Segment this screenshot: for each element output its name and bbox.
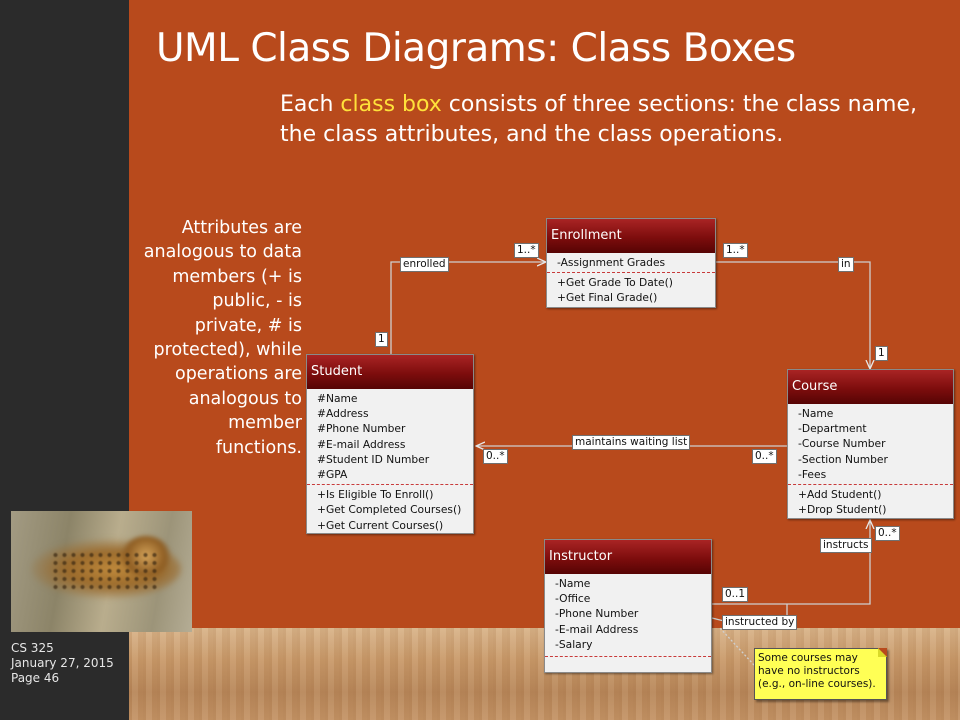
class-name: Instructor — [545, 540, 711, 574]
class-attributes: -Assignment Grades — [547, 253, 715, 274]
class-operations: +Add Student() +Drop Student() — [788, 485, 953, 519]
slide-footer: CS 325 January 27, 2015 Page 46 — [11, 641, 114, 686]
attribute: -Department — [798, 422, 867, 436]
attribute: #Student ID Number — [317, 452, 430, 466]
class-operations: +Is Eligible To Enroll() +Get Completed … — [307, 485, 473, 535]
intro-text: Each class box consists of three section… — [280, 90, 940, 150]
operation: +Get Grade To Date() — [557, 276, 673, 290]
enrolled-line — [390, 262, 546, 354]
operation: +Drop Student() — [798, 503, 887, 517]
intro-pre: Each — [280, 92, 341, 117]
mult-in-course: 1 — [875, 346, 888, 361]
attribute: #GPA — [317, 468, 348, 482]
note-fold-corner — [878, 648, 887, 657]
mult-waiting-course: 0..* — [752, 449, 777, 464]
class-name: Course — [788, 370, 953, 404]
in-line — [716, 261, 870, 369]
mult-enrolled-student: 1 — [375, 332, 388, 347]
attribute: -Name — [555, 577, 591, 590]
class-name: Student — [307, 355, 473, 389]
class-enrollment[interactable]: Enrollment -Assignment Grades +Get Grade… — [546, 218, 716, 308]
label-instructs: instructs — [820, 538, 872, 553]
mult-enrolled-enrollment: 1..* — [514, 243, 539, 258]
cheetah-photo — [11, 511, 192, 632]
attribute: #Address — [317, 407, 369, 421]
class-operations — [545, 657, 711, 661]
mult-instructed-by: 0..1 — [722, 587, 749, 602]
attribute: -Assignment Grades — [557, 256, 666, 269]
class-course[interactable]: Course -Name -Department -Course Number … — [787, 369, 954, 519]
operation: +Get Completed Courses() — [317, 503, 462, 517]
note-anchor-line — [719, 627, 755, 666]
label-in: in — [838, 257, 854, 272]
intro-highlight: class box — [340, 92, 442, 117]
attribute: -Phone Number — [555, 607, 639, 621]
label-enrolled: enrolled — [400, 257, 449, 272]
attribute: -Salary — [555, 637, 593, 651]
mult-instructs: 0..* — [875, 526, 900, 541]
attribute: #Phone Number — [317, 422, 406, 436]
class-attributes: -Name -Department -Course Number -Sectio… — [788, 404, 953, 486]
slide-date: January 27, 2015 — [11, 656, 114, 670]
label-waiting-list: maintains waiting list — [572, 435, 691, 450]
class-attributes: #Name #Address #Phone Number #E-mail Add… — [307, 389, 473, 486]
class-name: Enrollment — [547, 219, 715, 253]
class-operations: +Get Grade To Date() +Get Final Grade() — [547, 273, 715, 307]
operation: +Add Student() — [798, 488, 882, 502]
attribute: -Course Number — [798, 437, 886, 451]
operation: +Get Final Grade() — [557, 291, 658, 305]
label-instructed-by: instructed by — [722, 615, 798, 630]
attribute: -Name — [798, 407, 834, 420]
class-student[interactable]: Student #Name #Address #Phone Number #E-… — [306, 354, 474, 534]
class-instructor[interactable]: Instructor -Name -Office -Phone Number -… — [544, 539, 712, 673]
attribute: #E-mail Address — [317, 437, 406, 451]
course-code: CS 325 — [11, 641, 54, 655]
mult-waiting-student: 0..* — [483, 449, 508, 464]
mult-in-enrollment: 1..* — [723, 243, 748, 258]
attribute: -Office — [555, 592, 591, 606]
uml-note: Some courses may have no instructors (e.… — [754, 648, 887, 700]
attribute: #Name — [317, 392, 358, 405]
attribute: -Fees — [798, 467, 827, 481]
class-attributes: -Name -Office -Phone Number -E-mail Addr… — [545, 574, 711, 658]
intro-post: consists of three sections: the class na… — [280, 92, 917, 147]
page-number: Page 46 — [11, 671, 60, 685]
attribute: -E-mail Address — [555, 622, 639, 636]
operation: +Is Eligible To Enroll() — [317, 488, 434, 502]
operation: +Get Current Courses() — [317, 518, 444, 532]
slide-title: UML Class Diagrams: Class Boxes — [156, 26, 796, 71]
note-text: Some courses may have no instructors (e.… — [758, 652, 876, 690]
attribute: -Section Number — [798, 452, 888, 466]
attributes-explanation: Attributes are analogous to data members… — [143, 218, 302, 458]
